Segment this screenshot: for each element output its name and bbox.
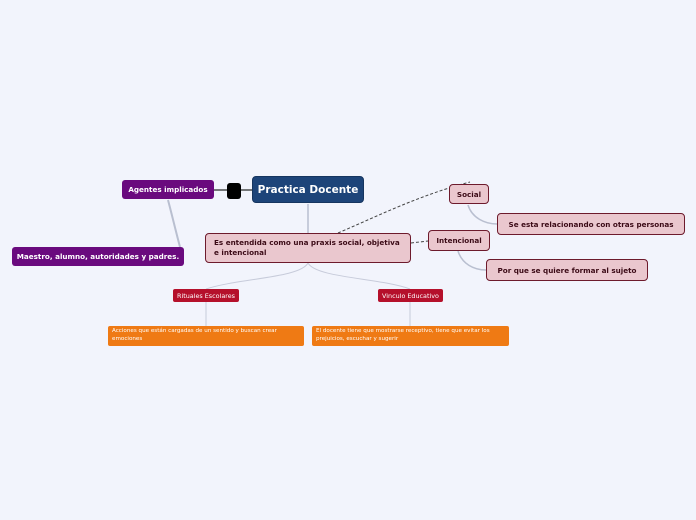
central-topic[interactable]: Practica Docente <box>252 176 364 203</box>
topic-intencional-label: Intencional <box>436 236 482 245</box>
topic-intencional[interactable]: Intencional <box>428 230 490 251</box>
topic-agentes-implicados[interactable]: Agentes implicados <box>122 180 214 199</box>
topic-intencional-child-label: Por que se quiere formar al sujeto <box>497 265 637 275</box>
topic-rituales-child[interactable]: Acciones que están cargadas de un sentid… <box>108 326 304 346</box>
topic-definicion[interactable]: Es entendida como una praxis social, obj… <box>205 233 411 263</box>
link-definicion-rituales <box>205 262 309 290</box>
central-topic-label: Practica Docente <box>257 183 359 196</box>
topic-social-child[interactable]: Se esta relacionando con otras personas <box>497 213 685 235</box>
link-intencional-child <box>457 250 487 271</box>
topic-social-child-label: Se esta relacionando con otras personas <box>508 219 674 229</box>
topic-definicion-label: Es entendida como una praxis social, obj… <box>214 237 400 257</box>
link-definicion-intencional <box>410 240 429 244</box>
topic-rituales-escolares[interactable]: Rituales Escolares <box>173 289 239 302</box>
topic-rituales-label: Rituales Escolares <box>177 291 235 300</box>
topic-social-label: Social <box>456 189 482 199</box>
link-definicion-social <box>337 181 471 234</box>
topic-maestro-alumno[interactable]: Maestro, alumno, autoridades y padres. <box>12 247 184 266</box>
topic-vinculo-child[interactable]: El docente tiene que mostrarse receptivo… <box>312 326 509 346</box>
topic-intencional-child[interactable]: Por que se quiere formar al sujeto <box>486 259 648 281</box>
link-social-child <box>467 204 498 225</box>
topic-rituales-child-label: Acciones que están cargadas de un sentid… <box>112 328 277 342</box>
connector-square[interactable] <box>227 183 241 199</box>
topic-vinculo-educativo[interactable]: Vinculo Educativo <box>378 289 443 302</box>
topic-agentes-label: Agentes implicados <box>128 185 208 194</box>
topic-maestro-label: Maestro, alumno, autoridades y padres. <box>16 252 180 261</box>
link-agentes-maestro <box>167 199 181 248</box>
topic-vinculo-child-label: El docente tiene que mostrarse receptivo… <box>316 328 490 342</box>
link-definicion-vinculo <box>307 262 411 290</box>
topic-vinculo-label: Vinculo Educativo <box>382 291 439 300</box>
topic-social[interactable]: Social <box>449 184 489 204</box>
